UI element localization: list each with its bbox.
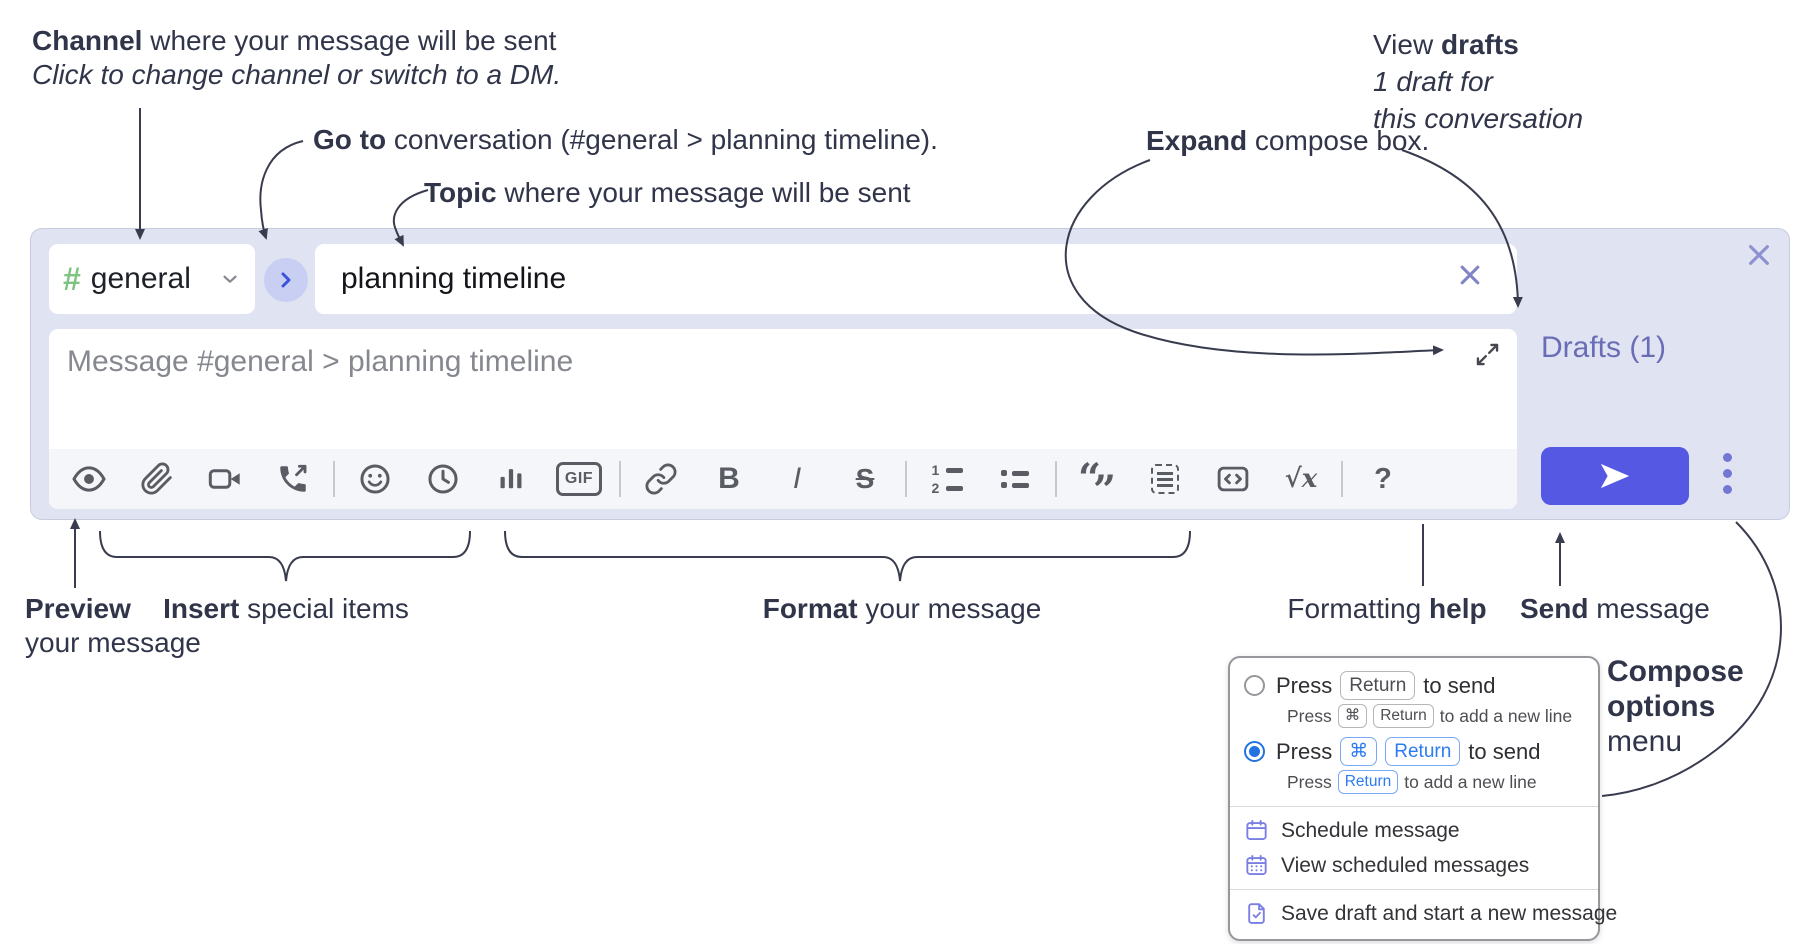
formatting-help-annotation: Formatting help	[1287, 593, 1487, 624]
emoji-icon	[360, 464, 390, 494]
paperclip-icon	[141, 462, 172, 495]
attach-file-button[interactable]	[123, 456, 191, 502]
message-placeholder: Message #general > planning timeline	[67, 345, 574, 378]
goto-annotation: Go to conversation (#general > planning …	[313, 124, 938, 155]
link-button[interactable]	[627, 456, 695, 502]
chevron-down-icon	[223, 275, 237, 283]
send-icon	[1600, 463, 1630, 489]
format-annotation: Format your message	[762, 593, 1042, 624]
eye-icon	[72, 466, 106, 492]
voice-call-button[interactable]	[259, 456, 327, 502]
toolbar-divider	[619, 461, 621, 497]
poll-button[interactable]	[477, 456, 545, 502]
insert-annotation: Insert special items	[163, 593, 409, 624]
preview-button[interactable]	[55, 456, 123, 502]
italic-icon[interactable]: I	[792, 462, 802, 495]
bold-icon[interactable]: B	[718, 462, 740, 495]
radio-icon[interactable]	[1244, 675, 1265, 696]
menu-item-save-draft[interactable]: Save draft and start a new message	[1244, 896, 1617, 931]
topic-annotation: Topic where your message will be sent	[424, 177, 911, 208]
radio-selected-icon[interactable]	[1244, 741, 1265, 762]
time-button[interactable]	[409, 456, 477, 502]
code-button[interactable]	[1199, 456, 1267, 502]
channel-hash-icon: #	[63, 260, 81, 297]
numbered-list-button[interactable]: 1 2	[913, 456, 981, 502]
spoiler-icon	[1151, 464, 1179, 494]
quote-icon: “”	[1078, 455, 1116, 514]
bulleted-list-icon	[1001, 470, 1029, 488]
menu-item-view-scheduled-messages[interactable]: View scheduled messages	[1244, 848, 1584, 883]
gif-icon: GIF	[555, 462, 603, 496]
calendar-icon	[1246, 819, 1267, 840]
drafts-link[interactable]: Drafts (1)	[1541, 331, 1667, 364]
preview-annotation: Preview your message	[25, 593, 201, 658]
numbered-list-icon: 1 2	[932, 463, 963, 495]
menu-item-schedule-message[interactable]: Schedule message	[1244, 813, 1584, 848]
overflow-menu-icon[interactable]	[1723, 453, 1732, 494]
goto-connector	[258, 140, 304, 240]
view-drafts-annotation: View drafts 1 draft for this conversatio…	[1373, 29, 1584, 134]
send-button[interactable]	[1541, 447, 1689, 505]
video-call-button[interactable]	[191, 456, 259, 502]
calendar-grid-icon	[1246, 854, 1267, 875]
message-input[interactable]: Message #general > planning timeline	[49, 329, 1517, 514]
channel-annotation-line2: Click to change channel or switch to a D…	[32, 59, 562, 90]
bulleted-list-button[interactable]	[981, 456, 1049, 502]
formatting-help-button[interactable]: ?	[1374, 462, 1392, 495]
insert-brace	[99, 530, 471, 582]
math-icon[interactable]: √x	[1284, 464, 1318, 494]
channel-name: general	[90, 262, 191, 295]
gif-button[interactable]: GIF	[545, 456, 613, 502]
compose-box: # general Message #general > planning ti…	[30, 228, 1790, 520]
quote-button[interactable]: “”	[1063, 455, 1131, 514]
save-draft-icon	[1248, 903, 1265, 924]
format-brace	[504, 530, 1191, 582]
poll-icon	[500, 469, 522, 489]
toolbar-divider	[905, 461, 907, 497]
emoji-button[interactable]	[341, 456, 409, 502]
topic-input[interactable]	[315, 244, 1517, 314]
video-camera-icon	[208, 469, 240, 489]
clear-icon[interactable]	[1457, 262, 1483, 293]
close-icon[interactable]	[1745, 241, 1773, 274]
send-annotation: Send message	[1520, 593, 1710, 624]
toolbar-divider	[333, 461, 335, 497]
code-icon	[1217, 466, 1249, 492]
toolbar-divider	[1341, 461, 1343, 497]
goto-conversation-button[interactable]	[264, 258, 308, 302]
toolbar-divider	[1055, 461, 1057, 497]
clock-icon	[428, 464, 458, 494]
spoiler-button[interactable]	[1131, 456, 1199, 502]
expand-annotation: Expand compose box.	[1146, 125, 1430, 156]
chevron-right-icon	[281, 272, 291, 288]
channel-annotation: Channel where your message will be sent	[32, 25, 557, 56]
channel-selector[interactable]: # general	[49, 244, 255, 314]
expand-icon[interactable]	[1474, 341, 1501, 373]
menu-divider	[1230, 889, 1598, 890]
compose-options-annotation: Compose options menu	[1607, 655, 1744, 758]
menu-divider	[1230, 806, 1598, 807]
phone-call-icon	[280, 464, 307, 492]
link-icon	[645, 463, 677, 495]
compose-toolbar: GIF B I S 1 2	[49, 449, 1517, 514]
strikethrough-icon[interactable]: S	[855, 463, 875, 494]
